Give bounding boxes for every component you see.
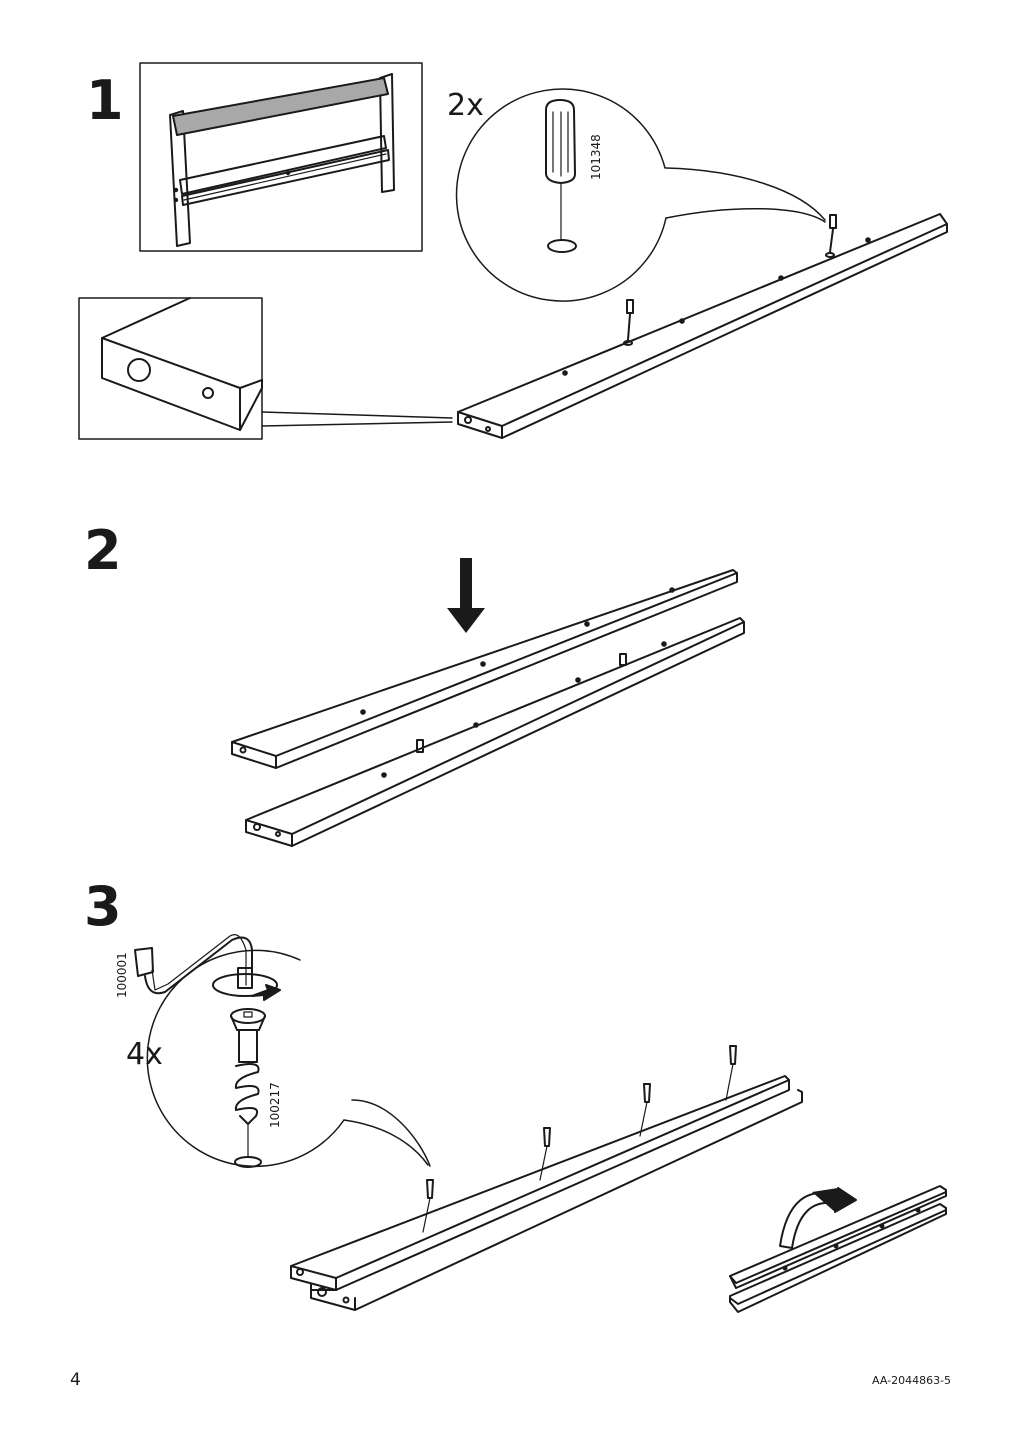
step-number-1: 1 — [86, 69, 124, 132]
wooden-dowel-icon — [545, 99, 577, 253]
step-number-3: 3 — [84, 875, 122, 938]
screw-icon — [230, 1008, 266, 1168]
screw-icon — [539, 1127, 551, 1181]
step1-quantity: 2x — [447, 88, 484, 123]
step3-quantity: 4x — [126, 1037, 163, 1072]
screw-part-number: 100217 — [268, 1082, 282, 1128]
screw-icon — [725, 1045, 737, 1101]
step2-bottom-board — [245, 617, 745, 847]
flip-arrow-icon — [779, 1187, 857, 1249]
step1-rail-board — [457, 213, 948, 439]
document-id: AA-2044863-5 — [872, 1374, 952, 1387]
down-arrow-icon — [447, 558, 485, 633]
step1-part-number: 101348 — [589, 134, 603, 180]
wooden-dowel-icon — [416, 739, 424, 753]
rotate-arrow-icon — [212, 973, 281, 1001]
screw-icon — [639, 1083, 651, 1137]
page-number: 4 — [70, 1370, 81, 1390]
step3-stacked-boards — [290, 1075, 803, 1311]
allen-key-part-number: 100001 — [115, 952, 129, 998]
allen-key-icon — [134, 934, 253, 995]
step3-flipped-boards — [729, 1185, 947, 1313]
step2-top-board — [231, 569, 738, 769]
wooden-dowel-icon — [623, 299, 634, 346]
rail-end-inset — [78, 297, 263, 440]
screw-detail-callout — [146, 949, 431, 1168]
wooden-dowel-icon — [825, 214, 837, 258]
step-number-2: 2 — [84, 519, 122, 582]
wooden-dowel-icon — [619, 653, 627, 666]
dowel-detail-callout — [455, 88, 826, 302]
screw-icon — [422, 1179, 434, 1233]
headboard-inset — [139, 62, 423, 252]
